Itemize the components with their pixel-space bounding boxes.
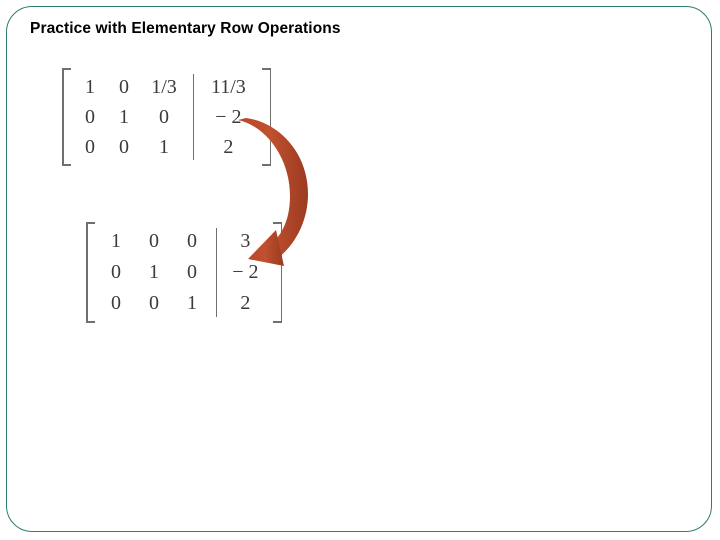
cell: 0	[111, 261, 121, 283]
augment-divider	[216, 228, 218, 317]
cell: 1	[149, 261, 159, 283]
matrix-bottom: 1 0 0 0 1 0 0 0 1 3 − 2 2	[86, 222, 283, 323]
right-bracket-icon	[260, 68, 272, 166]
cell: − 2	[232, 261, 259, 283]
cell: 11/3	[210, 75, 246, 98]
cell: 1	[119, 105, 129, 128]
matrix-top: 1 0 1/3 0 1 0 0 0 1 11/3 − 2 2	[62, 68, 272, 166]
augment-divider	[193, 74, 195, 160]
cell: 0	[119, 135, 129, 158]
slide-border-frame	[6, 6, 712, 532]
cell: 0	[159, 105, 169, 128]
cell: 0	[111, 292, 121, 314]
cell: − 2	[215, 105, 242, 128]
matrix-bottom-augment: 3 − 2 2	[219, 222, 271, 323]
matrix-top-coefficients: 1 0 1/3 0 1 0 0 0 1	[73, 68, 187, 166]
matrix-top-augment: 11/3 − 2 2	[196, 68, 260, 166]
cell: 1	[159, 135, 169, 158]
cell: 0	[85, 135, 95, 158]
cell: 1/3	[151, 75, 177, 98]
matrix-bottom-coefficients: 1 0 0 0 1 0 0 0 1	[97, 222, 211, 323]
right-bracket-icon	[271, 222, 283, 323]
cell: 1	[111, 230, 121, 252]
cell: 0	[149, 230, 159, 252]
cell: 0	[85, 105, 95, 128]
left-bracket-icon	[86, 222, 97, 323]
page-title: Practice with Elementary Row Operations	[30, 20, 341, 37]
curved-down-arrow-icon	[238, 118, 308, 266]
cell: 0	[187, 230, 197, 252]
left-bracket-icon	[62, 68, 73, 166]
cell: 2	[223, 135, 234, 158]
cell: 1	[187, 292, 197, 314]
cell: 1	[85, 75, 95, 98]
cell: 3	[240, 230, 251, 252]
cell: 0	[119, 75, 129, 98]
cell: 2	[240, 292, 251, 314]
cell: 0	[149, 292, 159, 314]
cell: 0	[187, 261, 197, 283]
